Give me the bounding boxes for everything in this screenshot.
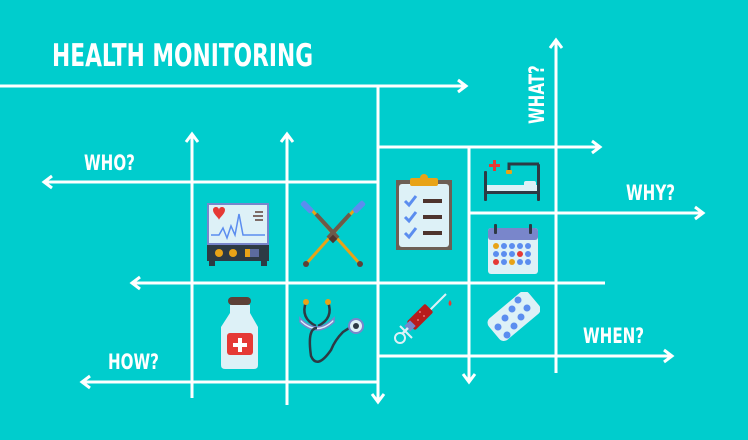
heart-monitor-icon [207,203,269,266]
hospital-bed-icon [484,160,540,201]
pill-blister-icon [487,292,540,341]
label-who: WHO? [84,151,135,175]
syringe-icon [394,293,452,344]
medicine-bottle-icon [221,297,258,369]
page-title: HEALTH MONITORING [52,38,314,74]
label-what: WHAT? [525,65,549,124]
label-why: WHY? [626,181,676,205]
crutches-icon [300,200,366,267]
calendar-icon [488,224,538,274]
checklist-clipboard-icon [396,174,452,250]
label-when: WHEN? [583,324,645,348]
stethoscope-icon [299,299,364,363]
label-how: HOW? [108,350,159,374]
